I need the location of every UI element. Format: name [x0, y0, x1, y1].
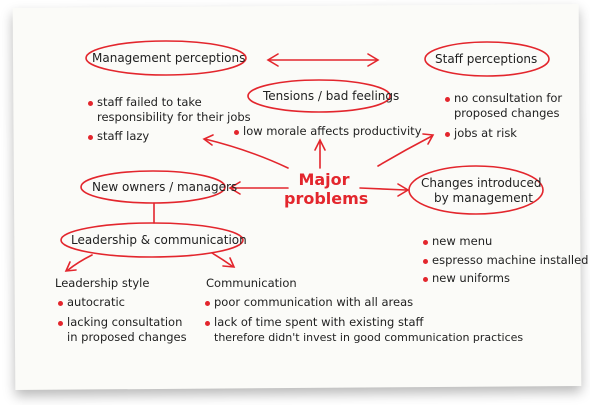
- bullet: [58, 301, 63, 306]
- communication-point: lack of time spent with existing staff: [214, 315, 424, 329]
- management-point: staff failed to take: [97, 95, 202, 109]
- changes-node-line1: Changes introduced: [421, 176, 542, 190]
- new-owners-node: New owners / managers: [92, 180, 238, 194]
- management-perceptions-node: Management perceptions: [92, 51, 246, 65]
- tensions-point: low morale affects productivity: [243, 124, 422, 138]
- management-point: staff lazy: [97, 129, 150, 143]
- leadership-style-heading: Leadership style: [55, 276, 150, 290]
- changes-node-line2: by management: [434, 191, 533, 205]
- leadership-style-point: lacking consultation: [67, 315, 183, 329]
- management-oval: [85, 40, 247, 76]
- staff-point: jobs at risk: [454, 126, 517, 140]
- changes-point: new menu: [432, 234, 493, 248]
- leadership-style-point-cont: in proposed changes: [67, 330, 187, 344]
- bullet: [205, 321, 210, 326]
- bullet: [445, 132, 450, 137]
- bullet: [423, 259, 428, 264]
- bullet: [205, 301, 210, 306]
- management-point-cont: responsibility for their jobs: [97, 110, 251, 124]
- staff-oval: [424, 41, 550, 77]
- staff-point: no consultation for: [454, 91, 563, 105]
- bullet: [88, 135, 93, 140]
- leadership-oval: [60, 222, 244, 258]
- communication-heading: Communication: [206, 276, 297, 290]
- staff-point-cont: proposed changes: [454, 106, 560, 120]
- changes-point: new uniforms: [432, 271, 511, 285]
- major-problems-line1: Major: [298, 170, 350, 189]
- bullet: [58, 321, 63, 326]
- bullet: [88, 101, 93, 106]
- leadership-style-point: autocratic: [67, 295, 126, 309]
- changes-point: espresso machine installed: [432, 253, 589, 267]
- bullet: [234, 130, 239, 135]
- communication-point-cont: therefore didn't invest in good communic…: [214, 331, 524, 344]
- tensions-oval: [247, 79, 391, 113]
- bullet: [423, 240, 428, 245]
- staff-perceptions-node: Staff perceptions: [435, 52, 538, 66]
- communication-point: poor communication with all areas: [214, 295, 414, 309]
- tensions-node: Tensions / bad feelings: [263, 89, 400, 103]
- bullet: [445, 97, 450, 102]
- bullet: [423, 277, 428, 282]
- leadership-communication-node: Leadership & communication: [71, 233, 247, 247]
- owners-oval: [80, 170, 226, 204]
- major-problems-line2: problems: [284, 189, 369, 208]
